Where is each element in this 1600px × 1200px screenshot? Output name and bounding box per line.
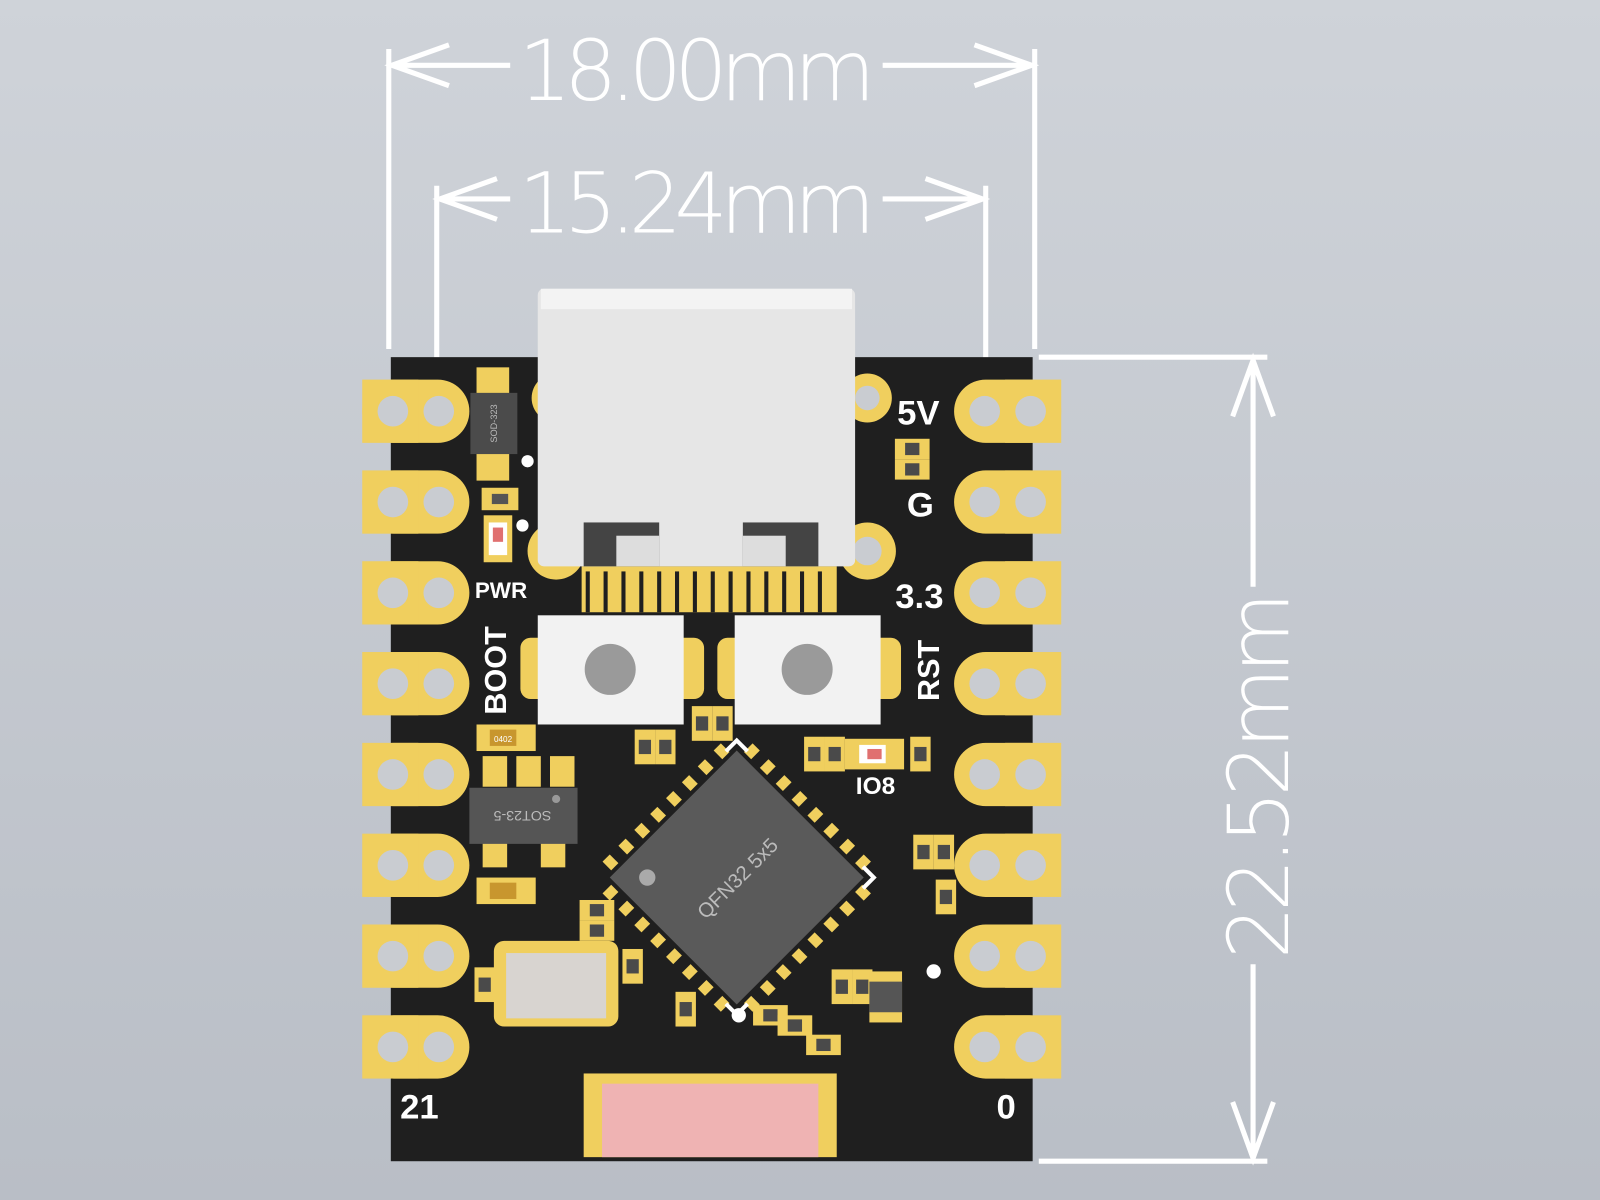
passive-components <box>474 438 957 1056</box>
label-pwr: PWR <box>475 578 527 603</box>
smd-passive <box>913 834 934 870</box>
smd-passive <box>806 1034 841 1056</box>
pin-pad-left <box>362 924 470 988</box>
pin-pad-right <box>954 379 1062 443</box>
smd-passive <box>579 920 615 941</box>
smd-passive <box>894 438 930 460</box>
label-3v3: 3.3 <box>895 578 943 616</box>
smd-passive <box>933 834 955 870</box>
smd-passive <box>579 900 615 921</box>
smd-passive <box>804 736 825 772</box>
usb-pin-pads <box>581 566 837 613</box>
pin-pad-right <box>954 1015 1062 1079</box>
pin-pad-left <box>362 833 470 897</box>
pin-pad-left <box>362 742 470 807</box>
label-gnd: G <box>907 486 934 524</box>
pin-pad-right <box>954 561 1062 625</box>
dimension-width-outer <box>384 42 1040 349</box>
svg-text:SOT23-5: SOT23-5 <box>493 807 551 823</box>
usb-c-connector <box>527 288 896 613</box>
svg-text:SOD-323: SOD-323 <box>489 404 499 442</box>
label-io8: IO8 <box>856 773 895 800</box>
label-rst: RST <box>912 640 946 702</box>
smd-passive <box>474 967 495 1003</box>
smd-passive <box>622 948 643 984</box>
smd-passive <box>831 969 853 1005</box>
smd-passive <box>852 969 873 1005</box>
smd-passive <box>894 459 930 480</box>
label-pin-0: 0 <box>996 1088 1015 1126</box>
svg-text:0402: 0402 <box>494 735 513 744</box>
smd-passive <box>712 706 733 741</box>
pin-pad-left <box>362 561 470 625</box>
fiducial <box>521 455 534 468</box>
label-5v: 5V <box>897 394 939 432</box>
smd-passive <box>935 879 957 915</box>
smd-passive <box>691 706 713 741</box>
fpc-connector <box>583 1073 837 1158</box>
reset-button[interactable] <box>717 615 902 725</box>
smd-passive <box>634 729 656 765</box>
pin-pad-right <box>954 833 1062 897</box>
label-pin-21: 21 <box>400 1088 439 1126</box>
boot-button[interactable] <box>520 615 705 725</box>
fiducial <box>731 1008 746 1023</box>
smd-passive <box>675 991 696 1027</box>
pin-pad-left <box>362 470 470 534</box>
io8-led <box>844 738 905 770</box>
regulator-sot23-5: SOT23-5 <box>469 756 578 868</box>
smd-passive <box>910 736 931 772</box>
pin-pad-right <box>954 652 1062 716</box>
smd-passive <box>777 1015 813 1036</box>
fiducial <box>516 519 529 532</box>
pin-pad-left <box>362 379 470 443</box>
pin-pad-left <box>362 1015 470 1079</box>
passive-0402 <box>476 877 536 905</box>
inductor <box>869 971 903 1023</box>
crystal <box>493 940 619 1027</box>
dimension-width-outer-label: 18.00mm <box>518 22 875 120</box>
passive-0402: 0402 <box>476 724 536 752</box>
smd-passive <box>824 736 845 772</box>
smd-passive <box>655 729 676 765</box>
dimension-width-inner-label: 15.24mm <box>518 155 875 253</box>
label-boot: BOOT <box>479 626 513 715</box>
fiducial <box>926 964 941 979</box>
pin-pad-right <box>954 742 1062 807</box>
diode-sod323: SOD-323 <box>470 367 518 481</box>
dimension-height-label: 22.52mm <box>1210 592 1308 959</box>
power-led <box>481 487 519 563</box>
pin-pad-left <box>362 652 470 716</box>
pin-pad-right <box>954 470 1062 534</box>
pin-pad-right <box>954 924 1062 988</box>
dimension-width-inner <box>432 176 991 360</box>
castellated-pads <box>362 379 1062 1079</box>
dimension-height <box>1038 352 1276 1166</box>
